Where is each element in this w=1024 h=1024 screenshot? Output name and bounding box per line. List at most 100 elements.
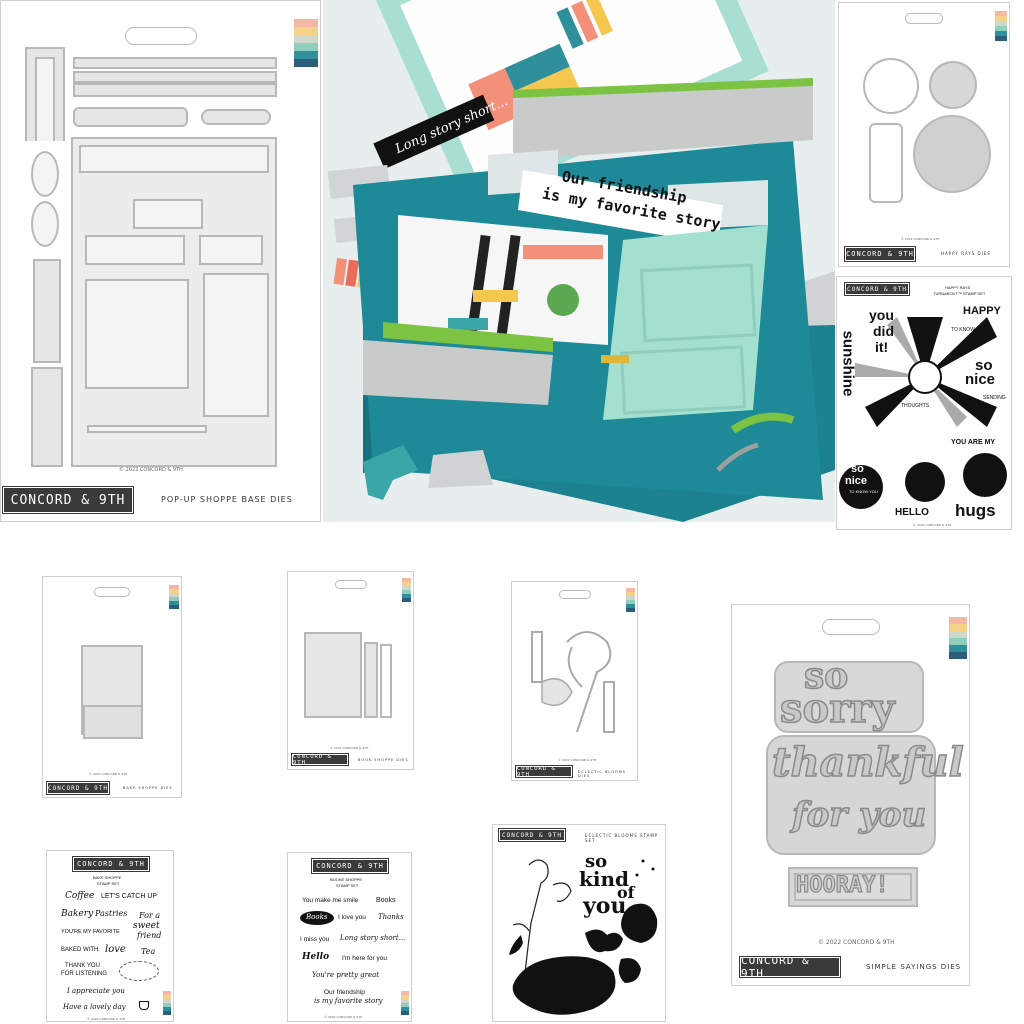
stamp-so-2: so: [851, 463, 864, 475]
stamp-you-are-my: YOU ARE MY: [951, 439, 996, 446]
die-small-pieces: [869, 123, 903, 203]
product-name: BOOK SHOPPE DIES: [358, 758, 409, 762]
stamp-lets-catch-up: LET'S CATCH UP: [101, 893, 158, 900]
stamp-thanks: Thanks: [378, 913, 404, 921]
die-panel-column: [31, 367, 63, 467]
die-word-hooray: [788, 867, 918, 907]
stamp-appreciate: I appreciate you: [67, 987, 125, 995]
title-line2: STAMP SET: [97, 881, 120, 886]
die-sun-rays: [913, 115, 991, 193]
stamp-sending: SENDING: [983, 395, 1006, 401]
color-stripes: [163, 991, 171, 1015]
brand-logo: CONCORD & 9TH: [739, 954, 841, 980]
stamp-so: so: [585, 851, 608, 872]
stamp-so: so: [975, 357, 993, 374]
hero-photo-illustration: [323, 0, 835, 522]
color-stripes: [402, 578, 411, 602]
stamp-i-love-you: I love you: [338, 914, 366, 921]
hero-photo: Long story short... Our friendship is my…: [323, 0, 835, 522]
stamp-did: did: [873, 323, 894, 339]
popup-shoppe-base-dies-card: © 2022 CONCORD & 9TH CONCORD & 9TH POP-U…: [0, 0, 321, 522]
product-name: SIMPLE SAYINGS DIES: [866, 963, 962, 971]
brand-logo: CONCORD & 9TH: [291, 753, 349, 766]
title-line1: BAKE SHOPPE: [93, 875, 122, 880]
stamp-nice: nice: [965, 371, 996, 388]
stamp-friendship-line2: is my favorite story: [314, 997, 383, 1005]
die-roof-strip: [73, 71, 277, 83]
hanger-hole: [821, 619, 880, 635]
brand-logo: CONCORD & 9TH: [498, 828, 566, 842]
copyright-text: © 2022 CONCORD & 9TH: [87, 1017, 126, 1021]
copyright-text: © 2022 CONCORD & 9TH: [818, 939, 895, 946]
product-name: BAKE SHOPPE DIES: [123, 786, 173, 790]
stamp-happy: HAPPY: [963, 305, 1001, 317]
stamp-nice-2: nice: [845, 475, 868, 487]
copyright-text: © 2022 CONCORD & 9TH: [89, 772, 128, 776]
die-oval-frame: [25, 141, 65, 251]
copyright-text: © 2022 CONCORD & 9TH: [558, 758, 597, 762]
stamp-books-tag: Books: [306, 913, 328, 921]
color-stripes: [294, 19, 318, 67]
bake-shoppe-stamp-card: CONCORD & 9TH BAKE SHOPPE STAMP SET Coff…: [46, 850, 174, 1022]
brand-logo: CONCORD & 9TH: [515, 765, 573, 778]
product-name: POP-UP SHOPPE BASE DIES: [161, 495, 293, 504]
die-text-for-you: for you: [791, 794, 927, 836]
stamp-you: you: [869, 307, 894, 323]
copyright-text: © 2022 CONCORD & 9TH: [913, 523, 952, 527]
stamp-lovely-day: Have a lovely day: [63, 1003, 126, 1011]
book-shoppe-dies-card: © 2022 CONCORD & 9TH CONCORD & 9TH BOOK …: [287, 571, 414, 770]
product-name: ECLECTIC BLOOMS STAMP SET: [585, 833, 659, 843]
color-stripes: [401, 991, 409, 1015]
sun-rays-graphic: [839, 317, 1007, 509]
stamp-tea: Tea: [141, 947, 156, 956]
die-text-thankful: thankful: [771, 738, 964, 787]
die-storefront: [71, 137, 277, 467]
die-bake-pieces: [83, 705, 143, 739]
stamp-thoughts: THOUGHTS: [901, 403, 930, 409]
die-book-column: [364, 642, 378, 718]
die-window-column: [33, 259, 61, 363]
copyright-text: © 2022 CONCORD & 9TH: [901, 237, 940, 241]
bloom-stamp-graphics: [509, 859, 658, 1015]
color-stripes: [626, 588, 635, 612]
copyright-text: © 2022 CONCORD & 9TH: [330, 746, 369, 750]
hanger-hole: [558, 590, 591, 599]
copyright-text: © 2022 CONCORD & 9TH: [119, 467, 183, 473]
stamp-sunshine: sunshine: [839, 330, 857, 397]
stamp-you-make-me-smile: You make me smile: [302, 897, 359, 904]
cup-icon: [139, 1001, 149, 1010]
stamp-coffee: Coffee: [65, 891, 95, 901]
stamp-books: Books: [376, 897, 396, 904]
die-text-sorry: sorry: [779, 684, 895, 733]
stamp-hello: Hello: [302, 952, 330, 962]
color-stripes: [949, 617, 967, 659]
die-text-so: so: [803, 654, 849, 698]
booke-shoppe-stamp-card: CONCORD & 9TH BOOKE SHOPPE STAMP SET You…: [287, 852, 412, 1022]
stamp-of: of: [617, 883, 635, 902]
title-line1: BOOKE SHOPPE: [330, 877, 363, 882]
title-line2: STAMP SET: [336, 883, 359, 888]
die-roof-strip: [73, 57, 277, 69]
stamp-kind: kind: [579, 867, 629, 891]
product-name: HAPPY RAYS DIES: [941, 251, 991, 256]
die-moon-face: [929, 61, 977, 109]
brand-logo: CONCORD & 9TH: [72, 856, 150, 872]
stamp-to-know-you-2: TO KNOW YOU: [849, 489, 878, 494]
die-word-thankful: [766, 735, 936, 855]
stamp-friend: friend: [137, 931, 162, 940]
brand-logo: CONCORD & 9TH: [2, 486, 134, 514]
hanger-hole: [94, 587, 130, 597]
hanger-hole: [334, 580, 367, 589]
stamp-friendship-line1: Our friendship: [324, 989, 365, 996]
hanger-hole: [905, 13, 943, 24]
die-text-hooray: HOORAY!: [795, 872, 889, 898]
die-scallop-strip: [73, 83, 277, 97]
books-tag: [300, 911, 334, 925]
die-word-so-sorry: [774, 661, 924, 733]
dotted-oval: [119, 961, 159, 981]
stamp-im-here: I'm here for you: [342, 955, 387, 962]
brand-logo: CONCORD & 9TH: [46, 781, 110, 795]
stamp-for-listening: FOR LISTENING: [61, 971, 108, 977]
stamp-i-miss-you: I miss you: [300, 936, 330, 943]
hanger-hole: [124, 27, 197, 45]
